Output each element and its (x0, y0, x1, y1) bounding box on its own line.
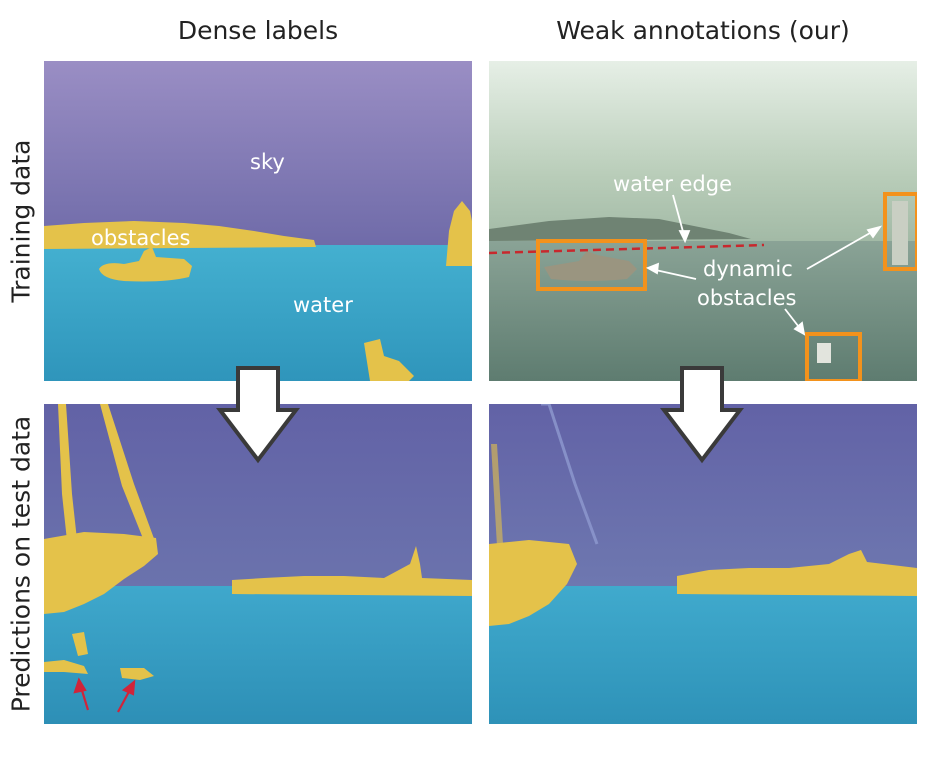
ship-mast (491, 444, 503, 546)
false-positive-2 (120, 668, 154, 680)
row-title-predictions: Predictions on test data (6, 415, 36, 713)
false-positive-3 (72, 632, 88, 656)
shore-obstacle (44, 221, 316, 249)
false-positive-1 (44, 660, 88, 674)
column-title-weak: Weak annotations (our) (556, 16, 850, 45)
row-title-training: Training data (6, 139, 36, 303)
label-sky: sky (250, 150, 285, 174)
water-region (44, 586, 472, 724)
label-dynamic-obstacles: obstacles (697, 286, 796, 310)
panel-dense-training: sky obstacles water (44, 61, 472, 381)
ship-mast-2 (100, 404, 156, 546)
down-arrow-dense (215, 364, 301, 468)
boat-obstacle (99, 247, 192, 282)
box-boat (536, 239, 647, 291)
label-dynamic: dynamic (703, 257, 793, 281)
label-water: water (293, 293, 353, 317)
shore-obstacle (677, 550, 917, 596)
buoy-bottom-obstacle (364, 339, 414, 381)
photo-boat (544, 251, 637, 281)
photo-buoy-right (892, 201, 908, 265)
ship-mast (58, 404, 78, 550)
water-edge-line (489, 243, 765, 255)
label-obstacles: obstacles (91, 226, 190, 250)
photo-sky (489, 61, 917, 251)
panel-weak-training: water edge dynamic obstacles (489, 61, 917, 381)
shore-obstacle (232, 546, 472, 596)
water-region (489, 586, 917, 724)
photo-buoy-bottom (817, 343, 831, 363)
buoy-obstacle (446, 201, 472, 266)
sky-region (44, 61, 472, 251)
label-water-edge: water edge (613, 172, 732, 196)
ship-hull (44, 532, 158, 614)
arrow-buoy-right (806, 228, 878, 270)
column-title-dense: Dense labels (177, 16, 339, 45)
box-buoy-bottom (805, 332, 862, 381)
down-arrow-weak (659, 364, 745, 468)
ship-mast-outline (541, 404, 599, 545)
ship-hull (489, 540, 577, 626)
box-buoy-right (883, 192, 917, 271)
arrow-boat (650, 268, 697, 280)
